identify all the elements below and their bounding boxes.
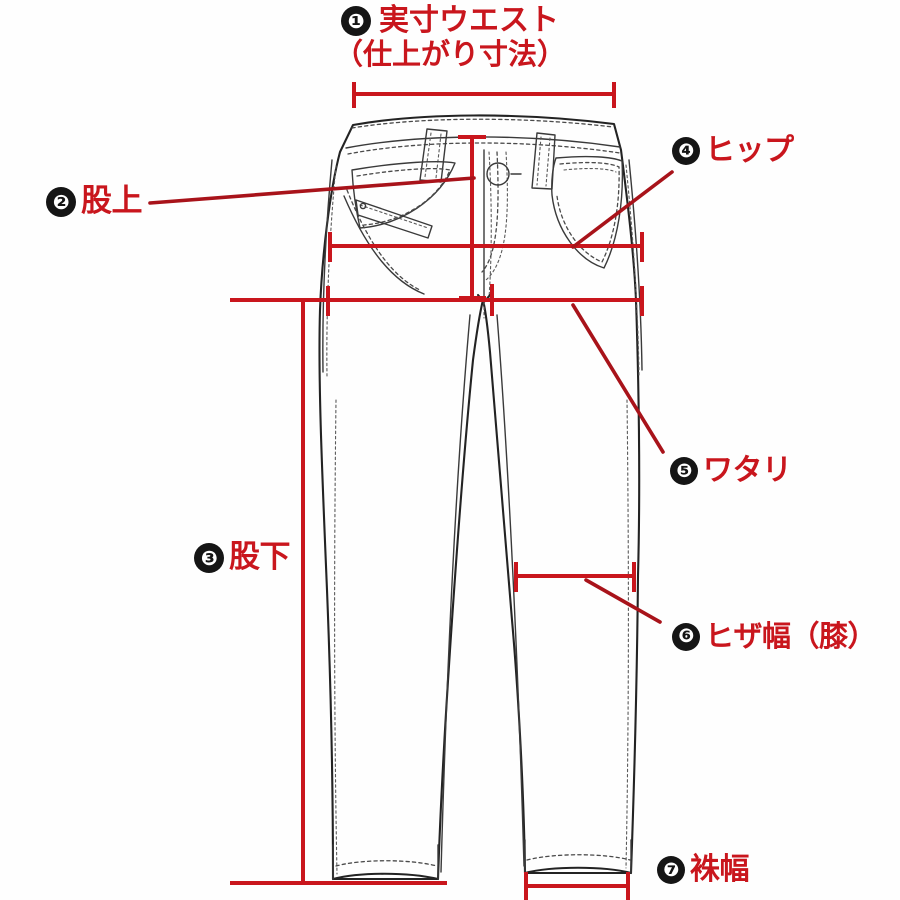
label-rise-text: 股上	[81, 183, 143, 219]
waist-title-block: ❶ 実寸ウエスト （仕上がり寸法）	[0, 4, 900, 70]
label-rise: ❷ 股上	[46, 183, 143, 219]
dimension-waist	[352, 82, 616, 108]
dimension-hem	[524, 872, 630, 900]
badge-5-icon: ❺	[670, 457, 698, 485]
dimension-hip	[328, 170, 674, 262]
badge-1-icon: ❶	[341, 5, 371, 36]
label-inseam: ❸ 股下	[194, 539, 291, 575]
label-thigh-text: ワタリ	[703, 453, 792, 488]
badge-2-icon: ❷	[46, 186, 76, 217]
badge-3-icon: ❸	[194, 542, 224, 573]
badge-6-icon: ❻	[672, 622, 700, 651]
label-knee-text: ヒザ幅（膝）	[705, 619, 877, 653]
dimension-inseam	[230, 298, 492, 885]
waist-title-text: 実寸ウエスト	[379, 3, 559, 38]
label-hem-text: 袾幅	[690, 852, 750, 887]
dimension-thigh	[326, 284, 665, 454]
label-knee: ❻ ヒザ幅（膝）	[672, 619, 877, 653]
waist-title-line1: ❶ 実寸ウエスト	[0, 4, 900, 38]
waist-title-subtext: （仕上がり寸法）	[333, 36, 566, 71]
jeans-outline	[318, 114, 643, 881]
label-thigh: ❺ ワタリ	[670, 456, 792, 486]
dimension-knee	[514, 562, 662, 624]
label-hip: ❹ ヒップ	[672, 136, 794, 166]
label-inseam-text: 股下	[229, 539, 291, 575]
label-hip-text: ヒップ	[705, 133, 794, 168]
label-hem: ❼ 袾幅	[657, 852, 750, 887]
badge-4-icon: ❹	[672, 137, 700, 165]
badge-7-icon: ❼	[657, 856, 685, 884]
